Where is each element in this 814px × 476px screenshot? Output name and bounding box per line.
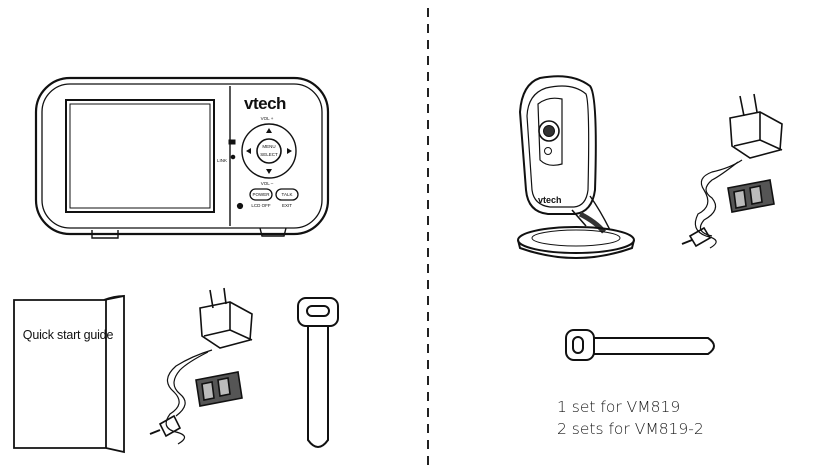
cable-tie-horizontal	[565, 329, 715, 361]
link-label: LINK	[216, 158, 227, 163]
lcd-off-label: LCD OFF	[251, 203, 271, 208]
talk-label: TALK	[281, 192, 293, 197]
select-label: SELECT	[260, 152, 278, 157]
sets-line-1: 1 set for VM819	[557, 398, 681, 416]
camera-unit	[517, 75, 635, 259]
dpad-ring	[241, 123, 297, 179]
menu-label: MENU	[262, 144, 276, 149]
parent-brand-logo: vtech	[244, 94, 286, 113]
power-label: POWER	[252, 192, 270, 197]
camera-adapter	[681, 93, 783, 249]
vol-down-label: VOL –	[260, 181, 274, 186]
cable-tie-vertical	[297, 297, 339, 448]
dpad-arrows	[246, 128, 292, 174]
power-button	[249, 188, 273, 201]
parent-adapter	[149, 287, 253, 445]
parent-screen	[65, 99, 215, 213]
talk-button	[275, 188, 299, 201]
menu-select-button	[256, 138, 282, 164]
sets-line-2: 2 sets for VM819-2	[557, 420, 704, 438]
vol-up-label: VOL +	[260, 116, 274, 121]
quick-start-guide-label: Quick start guide	[22, 328, 114, 342]
parent-unit	[34, 76, 330, 239]
camera-lens	[538, 120, 560, 142]
quick-start-guide	[13, 294, 125, 454]
exit-label: EXIT	[281, 203, 292, 208]
camera-brand-logo: vtech	[538, 195, 562, 205]
